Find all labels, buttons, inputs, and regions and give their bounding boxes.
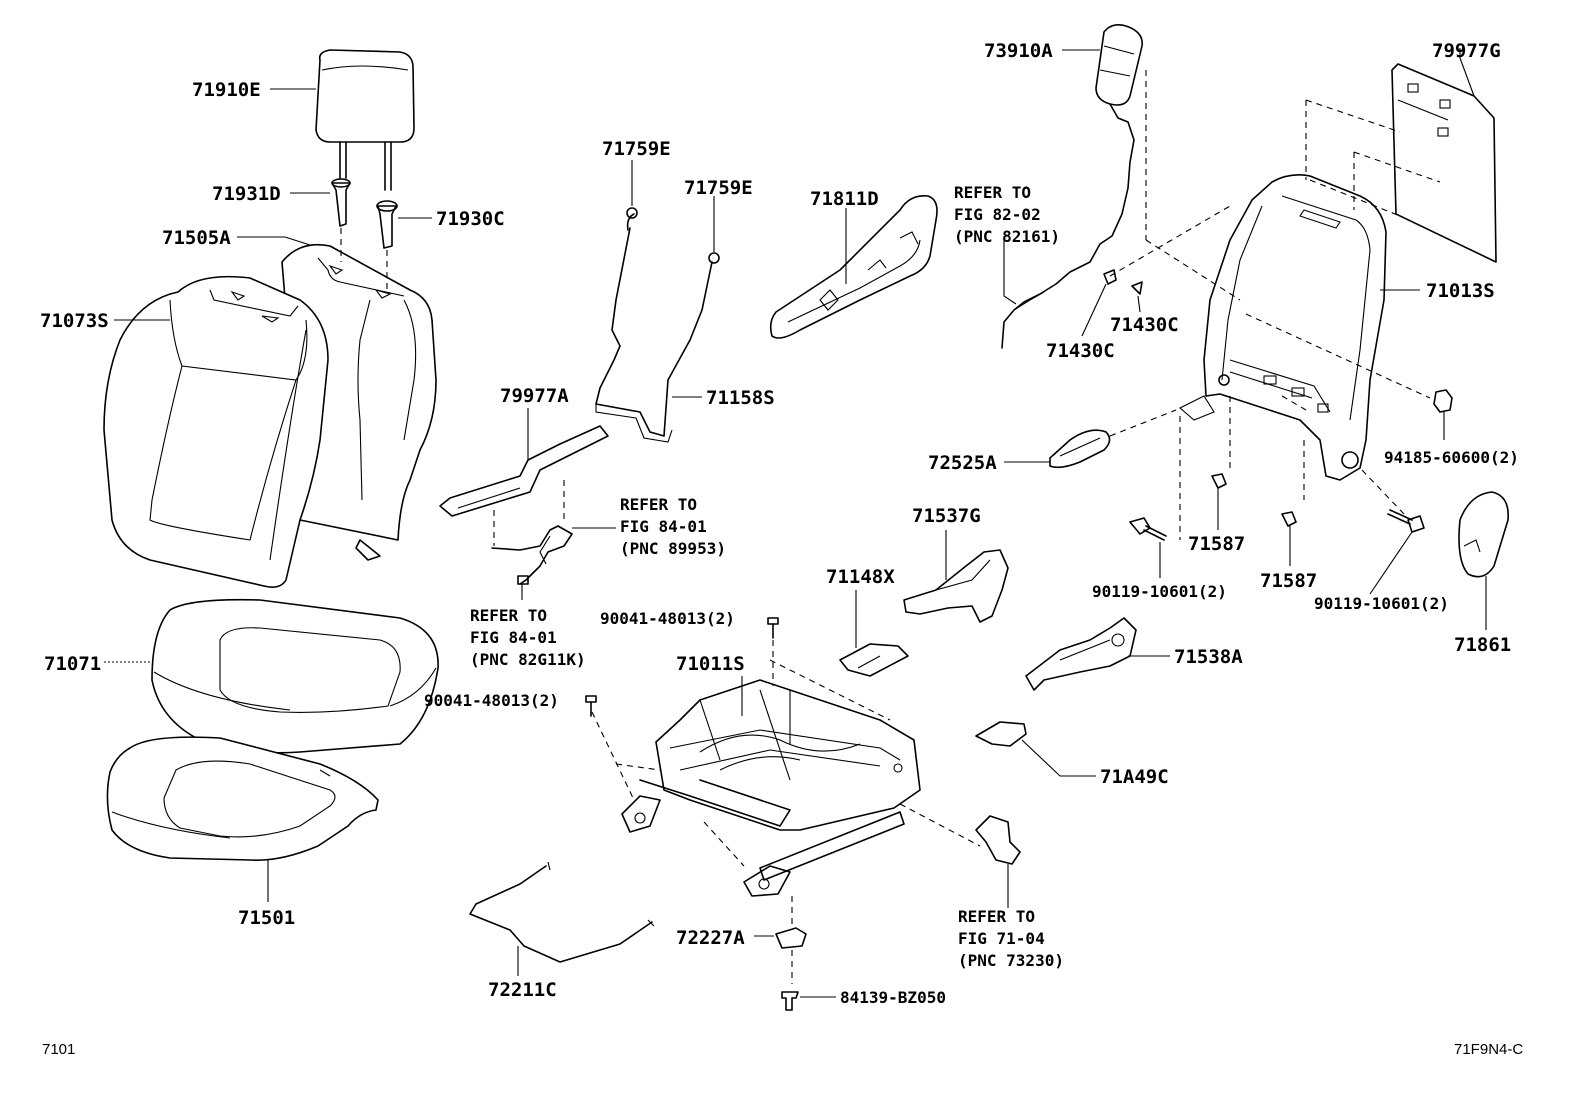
label-90119-a: 90119-10601(2) — [1092, 582, 1227, 601]
label-71A49C: 71A49C — [1100, 766, 1169, 788]
clip-71587-part[interactable] — [1211, 473, 1297, 527]
ref-line-1: REFER TO — [958, 907, 1035, 926]
label-71930C: 71930C — [436, 208, 505, 230]
label-71158S: 71158S — [706, 387, 775, 409]
label-90119-b: 90119-10601(2) — [1314, 594, 1449, 613]
label-79977A: 79977A — [500, 385, 569, 407]
label-71759E-a: 71759E — [602, 138, 671, 160]
recliner-lever-part[interactable] — [1049, 429, 1111, 469]
label-79977G: 79977G — [1432, 40, 1501, 62]
label-84139: 84139-BZ050 — [840, 988, 946, 1007]
label-71910E: 71910E — [192, 79, 261, 101]
bolt-90041-part[interactable] — [585, 617, 779, 717]
reference-note-84-01-a[interactable]: REFER TO FIG 84-01 (PNC 89953) — [620, 495, 726, 558]
screw-part[interactable] — [781, 991, 799, 1011]
seatback-sheet-part[interactable] — [439, 425, 609, 517]
label-71537G: 71537G — [912, 505, 981, 527]
headrest-part[interactable] — [315, 49, 415, 191]
seatback-cover-part[interactable] — [103, 275, 329, 588]
ref-line-1: REFER TO — [620, 495, 697, 514]
label-71587-b: 71587 — [1260, 570, 1317, 592]
seatback-wire-part[interactable] — [595, 207, 720, 443]
figure-number: 7101 — [42, 1041, 75, 1058]
side-airbag-part[interactable] — [1001, 24, 1143, 349]
back-sheet-part[interactable] — [1391, 63, 1497, 263]
seat-cushion-cover-part[interactable] — [151, 598, 439, 754]
nut-part[interactable] — [1433, 389, 1453, 413]
part-labels: 71910E 71931D 71930C 71505A 71073S 71071… — [40, 40, 1519, 1007]
label-71931D: 71931D — [212, 183, 281, 205]
ref-line-2: FIG 84-01 — [470, 628, 557, 647]
label-71501: 71501 — [238, 907, 295, 929]
slide-wire-part[interactable] — [469, 861, 655, 963]
illustration-code: 71F9N4-C — [1454, 1041, 1523, 1058]
bracket-part[interactable] — [839, 643, 909, 677]
reference-note-82-02[interactable]: REFER TO FIG 82-02 (PNC 82161) — [954, 183, 1060, 246]
label-90041-a: 90041-48013(2) — [600, 609, 735, 628]
label-71013S: 71013S — [1426, 280, 1495, 302]
recliner-cover-part[interactable] — [1458, 491, 1509, 578]
ref-line-2: FIG 71-04 — [958, 929, 1045, 948]
label-94185: 94185-60600(2) — [1384, 448, 1519, 467]
label-72227A: 72227A — [676, 927, 745, 949]
ref-line-1: REFER TO — [470, 606, 547, 625]
label-71073S: 71073S — [40, 310, 109, 332]
ref-line-1: REFER TO — [954, 183, 1031, 202]
ref-line-3: (PNC 82G11K) — [470, 650, 586, 669]
label-71505A: 71505A — [162, 227, 231, 249]
label-71148X: 71148X — [826, 566, 895, 588]
side-shield-part[interactable] — [903, 549, 1009, 623]
side-cover-part[interactable] — [769, 194, 938, 339]
label-71811D: 71811D — [810, 188, 879, 210]
ref-line-3: (PNC 73230) — [958, 951, 1064, 970]
ref-line-3: (PNC 82161) — [954, 227, 1060, 246]
reference-note-71-04[interactable]: REFER TO FIG 71-04 (PNC 73230) — [958, 907, 1064, 970]
label-71587-a: 71587 — [1188, 533, 1245, 555]
seatback-frame-part[interactable] — [1179, 174, 1387, 481]
label-71861: 71861 — [1454, 634, 1511, 656]
seat-frame-part[interactable] — [621, 679, 921, 897]
label-73910A: 73910A — [984, 40, 1053, 62]
ref-line-3: (PNC 89953) — [620, 539, 726, 558]
ref-line-2: FIG 82-02 — [954, 205, 1041, 224]
label-71011S: 71011S — [676, 653, 745, 675]
seat-cushion-pad-part[interactable] — [106, 736, 379, 862]
recliner-shield-part[interactable] — [1025, 617, 1137, 691]
label-71538A: 71538A — [1174, 646, 1243, 668]
label-72525A: 72525A — [928, 452, 997, 474]
label-71071: 71071 — [44, 653, 101, 675]
label-71759E-b: 71759E — [684, 177, 753, 199]
label-90041-b: 90041-48013(2) — [424, 691, 559, 710]
reference-note-84-01-b[interactable]: REFER TO FIG 84-01 (PNC 82G11K) — [470, 606, 586, 669]
seatbelt-buckle-part[interactable] — [975, 815, 1021, 865]
seat-harness-part[interactable] — [491, 525, 573, 585]
label-71430C-b: 71430C — [1046, 340, 1115, 362]
label-72211C: 72211C — [488, 979, 557, 1001]
slide-stopper-part[interactable] — [775, 927, 807, 949]
bolt-part[interactable] — [1129, 509, 1425, 541]
clip-part[interactable] — [1103, 269, 1143, 295]
cover-71a49c-part[interactable] — [975, 721, 1027, 747]
ref-line-2: FIG 84-01 — [620, 517, 707, 536]
label-71430C-a: 71430C — [1110, 314, 1179, 336]
headrest-guide-part[interactable] — [331, 178, 398, 249]
